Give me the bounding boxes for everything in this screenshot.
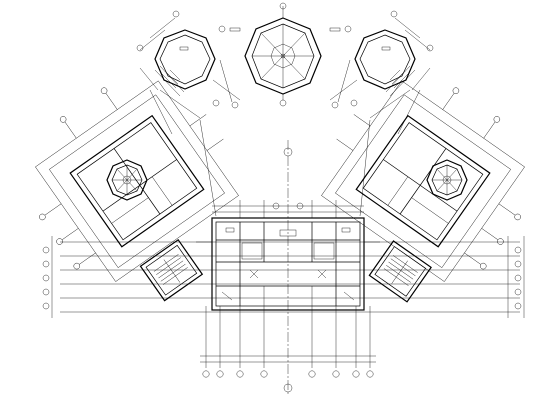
right-angled-wing [321, 80, 525, 282]
left-top-octagon-room [136, 10, 241, 119]
lower-left-stair-tower [139, 239, 204, 302]
left-angled-wing [35, 80, 239, 282]
connecting-lines [149, 89, 421, 243]
central-octagon-tower [244, 2, 322, 107]
bottom-grid-and-dimensions [200, 306, 376, 378]
left-wing-octagon-stair [106, 159, 148, 201]
horizontal-grid-lines [42, 236, 525, 318]
lower-right-stair-tower [368, 240, 432, 303]
central-main-block [211, 217, 365, 311]
central-axis [283, 140, 293, 395]
right-wing-octagon-stair [426, 159, 468, 201]
top-dimension-strip [212, 200, 364, 218]
right-top-octagon-room [329, 10, 434, 119]
